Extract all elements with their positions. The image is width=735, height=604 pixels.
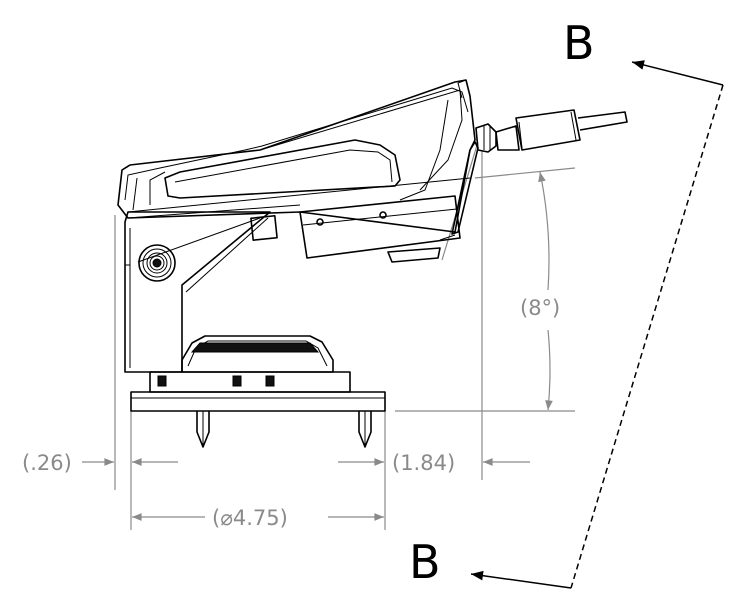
- mounting-plate: [250, 195, 461, 263]
- dimension-base-diameter-label: (⌀4.75): [212, 506, 288, 530]
- section-line-b-b: [470, 60, 724, 589]
- dimension-right-offset-label: (1.84): [392, 451, 455, 475]
- section-label-top: B: [563, 16, 595, 70]
- extension-lines: [114, 141, 576, 530]
- pedestal-dome: [181, 335, 334, 373]
- base-plate: [130, 371, 386, 448]
- pivot-bracket: [124, 211, 271, 373]
- camera-housing: [117, 79, 479, 241]
- pivot-knob: [138, 244, 176, 282]
- dimension-tilt-angle: [538, 171, 553, 411]
- dimension-left-offset-label: (.26): [22, 451, 72, 475]
- cable-connector: [475, 109, 628, 153]
- section-label-bottom: B: [409, 535, 441, 589]
- dimension-tilt-angle-label: (8°): [520, 296, 560, 320]
